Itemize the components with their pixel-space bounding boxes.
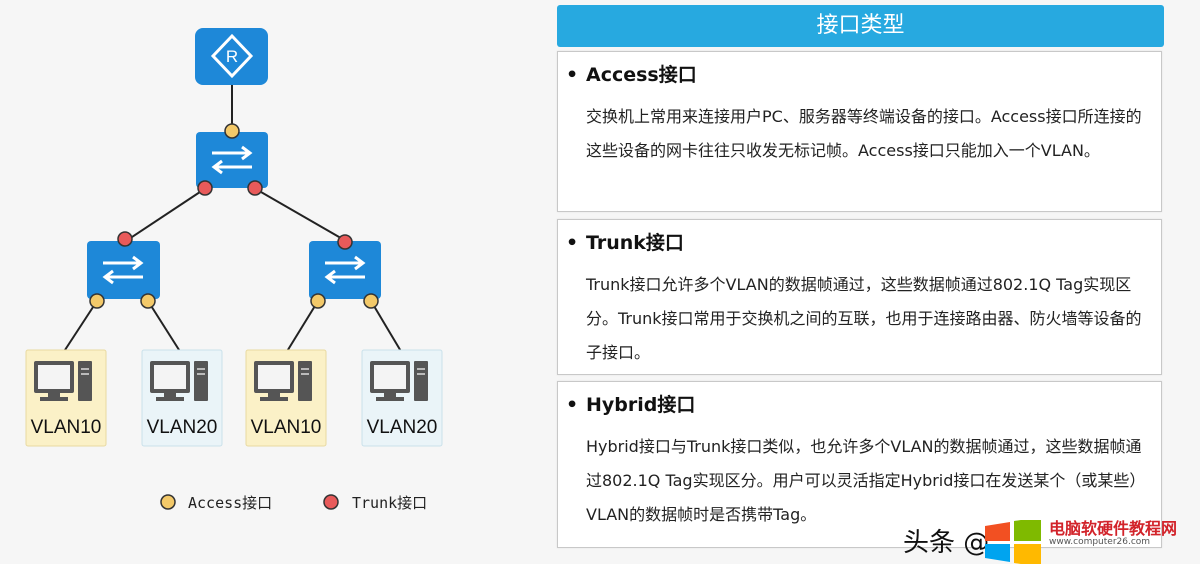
access-switch-right[interactable] (309, 241, 381, 299)
access-port (140, 293, 156, 309)
section-trunk: • Trunk接口 Trunk接口允许多个VLAN的数据帧通过，这些数据帧通过80… (557, 219, 1162, 375)
core-switch[interactable] (196, 132, 268, 188)
legend: Access接口 Trunk接口 (160, 494, 427, 512)
pc-label: VLAN20 (147, 417, 218, 438)
section-title: Hybrid接口 (586, 394, 696, 416)
access-switch-left[interactable] (87, 241, 160, 299)
legend-access-label: Access接口 (188, 494, 272, 512)
page-title: 接口类型 (557, 5, 1164, 47)
router-letter: R (226, 47, 238, 66)
section-title: Access接口 (586, 64, 697, 86)
section-heading: • Hybrid接口 (566, 390, 695, 417)
pc-label: VLAN10 (251, 417, 322, 438)
pc-label: VLAN20 (367, 417, 438, 438)
section-body: Trunk接口允许多个VLAN的数据帧通过，这些数据帧通过802.1Q Tag实… (586, 275, 1142, 362)
section-heading: • Access接口 (566, 60, 697, 87)
network-diagram: R VLAN10 VLAN20 VLAN10 (25, 28, 443, 512)
ports (89, 123, 379, 309)
watermark-site: 电脑软硬件教程网 (1049, 519, 1178, 538)
section-access: • Access接口 交换机上常用来连接用户PC、服务器等终端设备的接口。Acce… (557, 51, 1162, 212)
pc-vlan20-a[interactable]: VLAN20 (141, 349, 223, 447)
links (62, 85, 403, 354)
section-hybrid: • Hybrid接口 Hybrid接口与Trunk接口类似，也允许多个VLAN的数… (557, 381, 1162, 548)
pc-label: VLAN10 (31, 417, 102, 438)
legend-trunk-swatch (323, 494, 339, 510)
bullet-icon: • (566, 394, 579, 416)
pc-vlan10-b[interactable]: VLAN10 (245, 349, 327, 447)
section-body: Hybrid接口与Trunk接口类似，也允许多个VLAN的数据帧通过，这些数据帧… (586, 437, 1146, 524)
trunk-port (197, 180, 213, 196)
section-heading: • Trunk接口 (566, 228, 684, 255)
watermark-url: www.computer26.com (1049, 537, 1151, 547)
access-port (310, 293, 326, 309)
trunk-port (337, 234, 353, 250)
access-port (89, 293, 105, 309)
windows-logo-icon (985, 520, 1041, 564)
legend-trunk-label: Trunk接口 (352, 494, 427, 512)
bullet-icon: • (566, 232, 579, 254)
pc-vlan20-b[interactable]: VLAN20 (361, 349, 443, 447)
access-port (363, 293, 379, 309)
router[interactable]: R (195, 28, 268, 85)
pc-vlan10-a[interactable]: VLAN10 (25, 349, 107, 447)
trunk-port (247, 180, 263, 196)
trunk-port (117, 231, 133, 247)
watermark: 头条 @ 电脑软硬件教程网 www.computer26.com (903, 512, 1200, 564)
access-port (224, 123, 240, 139)
watermark-text: 头条 @ (903, 528, 990, 558)
bullet-icon: • (566, 64, 579, 86)
section-title: Trunk接口 (586, 232, 684, 254)
legend-access-swatch (160, 494, 176, 510)
section-body: 交换机上常用来连接用户PC、服务器等终端设备的接口。Access接口所连接的这些… (586, 107, 1142, 160)
